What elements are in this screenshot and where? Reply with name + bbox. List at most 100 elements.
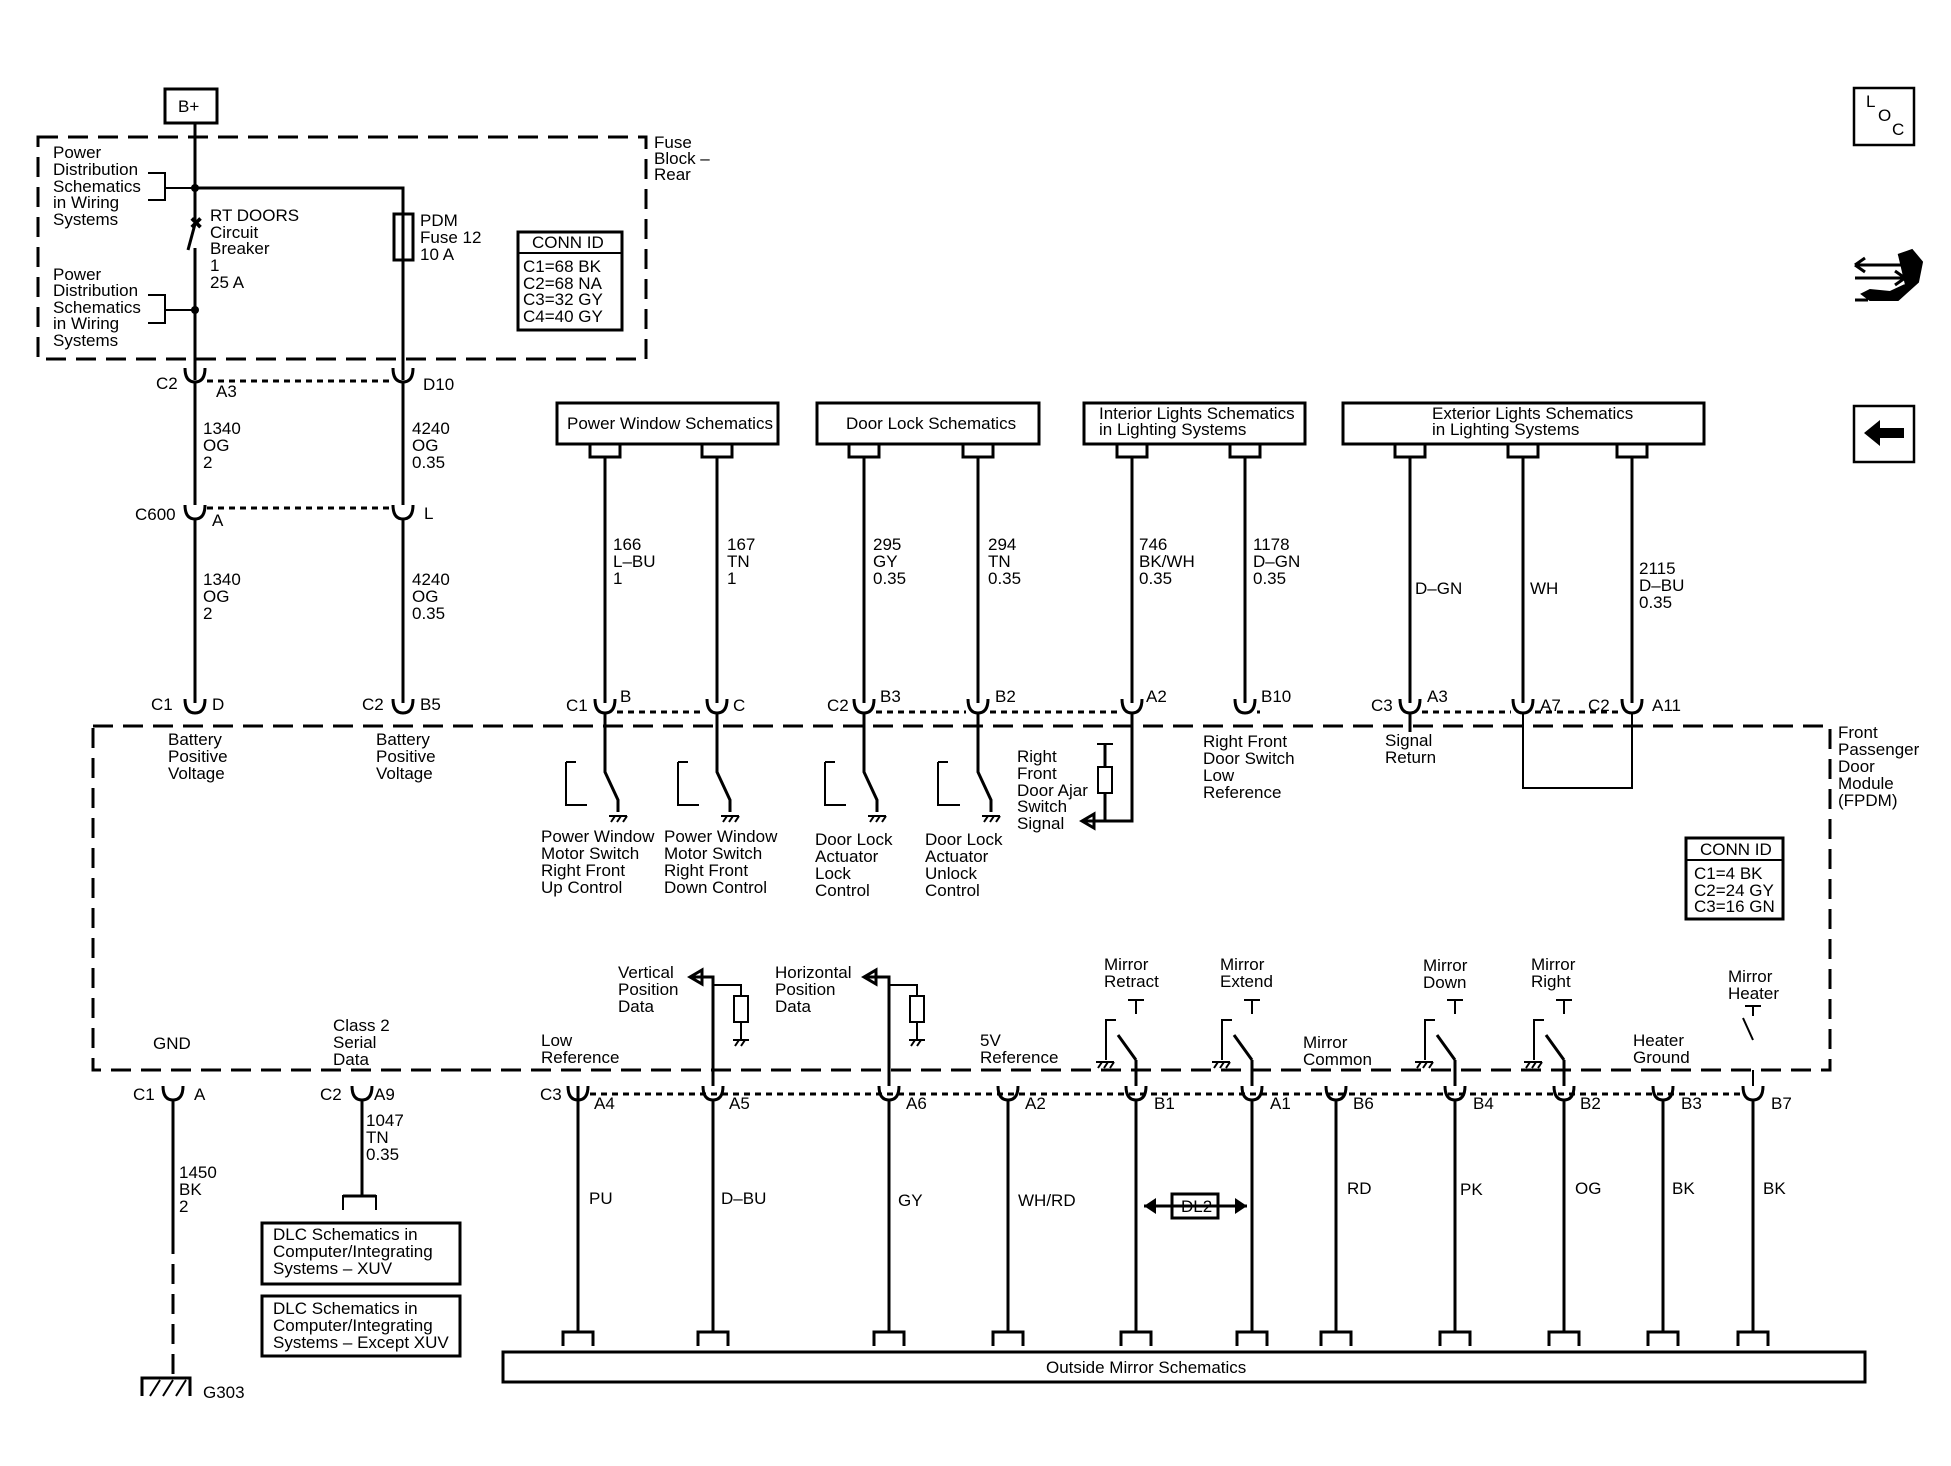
connector-stub — [1119, 1330, 1153, 1346]
connector-label: C600 — [135, 505, 176, 524]
function-label: Motor Switch — [541, 844, 639, 863]
pin-label: B2 — [995, 687, 1016, 706]
connector-view-icon[interactable] — [1854, 248, 1924, 302]
function-label: Lock — [815, 864, 851, 883]
connector-stub — [700, 445, 734, 459]
wire-label: 1340 — [203, 570, 241, 589]
function-label: Mirror — [1531, 955, 1576, 974]
function-label: Up Control — [541, 878, 622, 897]
connector-stub — [1228, 445, 1262, 459]
loc-button[interactable]: L O C — [1852, 86, 1916, 147]
conn-id-line: C3=32 GY — [523, 290, 603, 309]
wire-label: BK — [1672, 1179, 1695, 1198]
pin-label: B2 — [1580, 1094, 1601, 1113]
function-label: Data — [618, 997, 654, 1016]
loc-l: L — [1866, 92, 1875, 111]
pin-label: B4 — [1473, 1094, 1494, 1113]
connector-stub — [1235, 1330, 1269, 1346]
connector-stub — [991, 1330, 1025, 1346]
function-label: Door Ajar — [1017, 781, 1088, 800]
ground-icon — [1096, 1061, 1115, 1069]
link-label: in Lighting Systems — [1099, 420, 1246, 439]
ground-icon — [1415, 1061, 1434, 1069]
wire-label: L–BU — [613, 552, 656, 571]
function-label: Battery — [168, 730, 222, 749]
function-label: Voltage — [376, 764, 433, 783]
pin-label: C1 — [133, 1085, 155, 1104]
sensor-wire — [889, 984, 918, 1040]
wire-label: 0.35 — [366, 1145, 399, 1164]
wire-label: OG — [203, 436, 229, 455]
pin-label: C — [733, 696, 745, 715]
fuse-block-label: Rear — [654, 165, 691, 184]
wire-label: D–GN — [1415, 579, 1462, 598]
conn-id-line: C2=68 NA — [523, 274, 603, 293]
wire-label: 166 — [613, 535, 641, 554]
dlc-xuv-link[interactable]: DLC Schematics in Computer/Integrating S… — [260, 1195, 462, 1286]
connector-stub — [872, 1330, 906, 1346]
function-label: Retract — [1104, 972, 1159, 991]
power-window-schematics-link[interactable]: Power Window Schematics — [555, 401, 780, 446]
back-arrow-button[interactable] — [1852, 404, 1916, 464]
fpdm-conn-id — [1684, 836, 1785, 921]
dlc-except-xuv-link[interactable]: DLC Schematics in Computer/Integrating S… — [260, 1294, 462, 1358]
switch-ref — [677, 761, 699, 806]
wire — [864, 975, 891, 1086]
function-label: Door Lock — [925, 830, 1003, 849]
outside-mirror-schematics-link[interactable]: Outside Mirror Schematics — [501, 1350, 1867, 1384]
pds-ref-1: Schematics — [53, 177, 141, 196]
pin-label: C2 — [827, 696, 849, 715]
connector-pin — [1741, 1085, 1765, 1102]
wire-label: 0.35 — [873, 569, 906, 588]
pds-ref-2: Systems — [53, 331, 118, 350]
exterior-lights-schematics-link[interactable]: Exterior Lights Schematics in Lighting S… — [1341, 401, 1706, 446]
switch-frame — [1424, 1019, 1435, 1060]
function-label: Down Control — [664, 878, 767, 897]
wire-label: 0.35 — [412, 604, 445, 623]
switch-frame — [1221, 1019, 1232, 1060]
ground-icon — [1212, 1061, 1231, 1069]
function-label: Down — [1423, 973, 1466, 992]
function-label: Unlock — [925, 864, 977, 883]
wire-label: BK — [179, 1180, 202, 1199]
ref-mark — [1556, 999, 1572, 1014]
pin-label: A2 — [1146, 687, 1167, 706]
breaker-label: Circuit — [210, 223, 258, 242]
ground-icon — [1524, 1061, 1543, 1069]
function-label: Voltage — [168, 764, 225, 783]
loc-c: C — [1892, 120, 1904, 139]
function-label: Positive — [168, 747, 228, 766]
link-label: Systems – Except XUV — [273, 1333, 449, 1352]
svg-text:✖: ✖ — [189, 214, 203, 233]
arrow — [861, 967, 878, 987]
connector-pin — [391, 698, 415, 715]
conn-id-line: C2=24 GY — [1694, 881, 1774, 900]
wire-label: 0.35 — [988, 569, 1021, 588]
ground-icon — [721, 815, 740, 823]
pin-label: A3 — [1427, 687, 1448, 706]
connector-pin — [183, 698, 207, 715]
function-label: Battery — [376, 730, 430, 749]
function-label: Actuator — [925, 847, 989, 866]
interior-lights-schematics-link[interactable]: Interior Lights Schematics in Lighting S… — [1082, 401, 1307, 446]
resistor — [909, 995, 925, 1023]
door-lock-schematics-link[interactable]: Door Lock Schematics — [815, 401, 1041, 446]
function-label: Mirror — [1104, 955, 1149, 974]
pin-label: B3 — [880, 687, 901, 706]
function-label: Ground — [1633, 1048, 1690, 1067]
link-label: in Lighting Systems — [1432, 420, 1579, 439]
function-label: Class 2 — [333, 1016, 390, 1035]
resistor — [733, 995, 749, 1023]
fuse-label: PDM — [420, 211, 458, 230]
wire-label: PU — [589, 1189, 613, 1208]
wire-label: OG — [412, 587, 438, 606]
link-label: Computer/Integrating — [273, 1242, 433, 1261]
pds-ref-2: Power — [53, 265, 102, 284]
connector-stub — [1393, 445, 1427, 459]
function-label: Heater — [1728, 984, 1779, 1003]
ground-icon — [733, 1039, 749, 1047]
wire-label: TN — [988, 552, 1011, 571]
pin-label: A — [194, 1085, 206, 1104]
wire-label: PK — [1460, 1180, 1483, 1199]
pin-label: A — [212, 511, 224, 530]
